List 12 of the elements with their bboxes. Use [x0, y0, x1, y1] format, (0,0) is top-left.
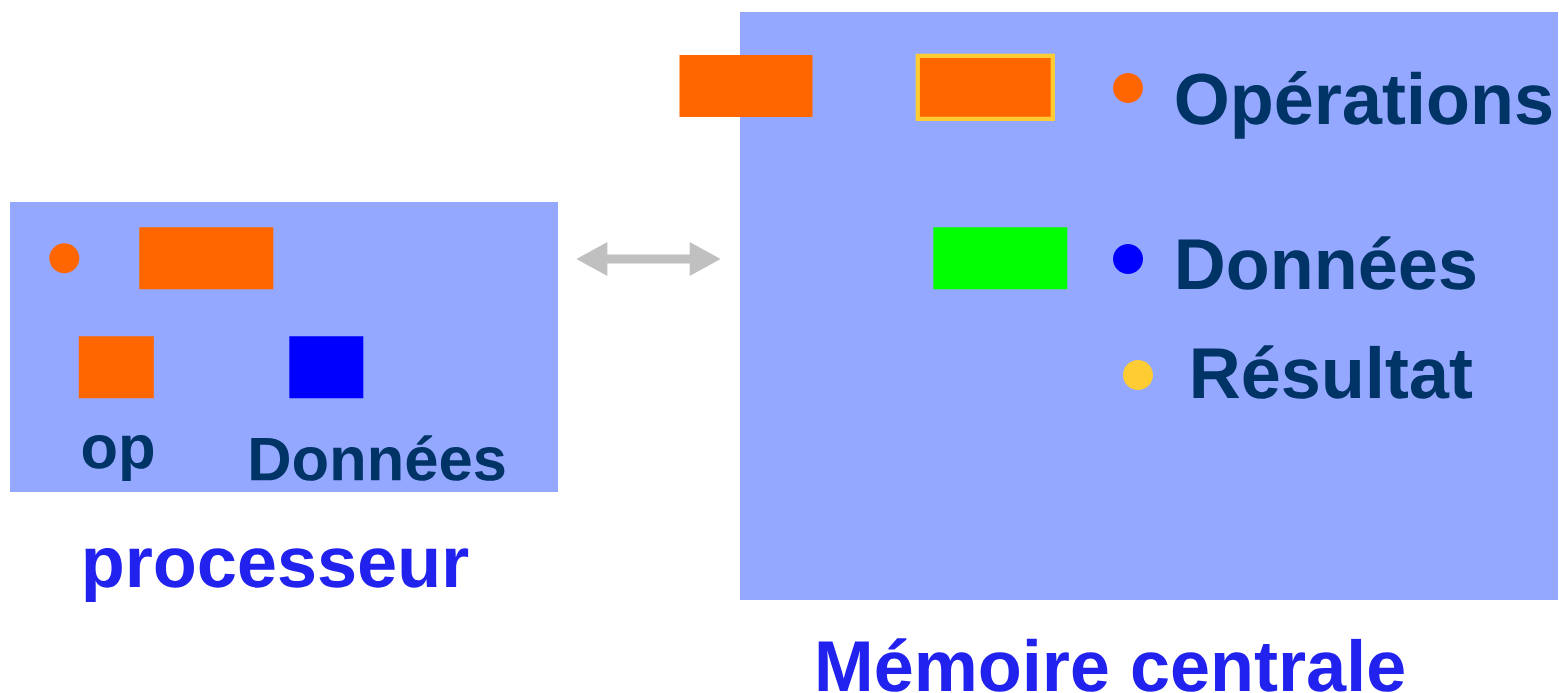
- memory-block: [933, 227, 1068, 290]
- dot: [49, 243, 80, 274]
- register-block: [139, 227, 274, 290]
- legend-label: Données: [1178, 236, 1475, 290]
- legend-label: Opérations: [1176, 71, 1552, 139]
- box-title: Mémoire centrale: [818, 638, 1404, 692]
- register-label: Données: [251, 435, 505, 481]
- legend-label: Résultat: [1193, 345, 1473, 399]
- memory-block: [679, 55, 813, 117]
- memory-block: [915, 53, 1055, 121]
- box-title: processeur: [85, 548, 469, 602]
- register-label: op: [82, 435, 154, 481]
